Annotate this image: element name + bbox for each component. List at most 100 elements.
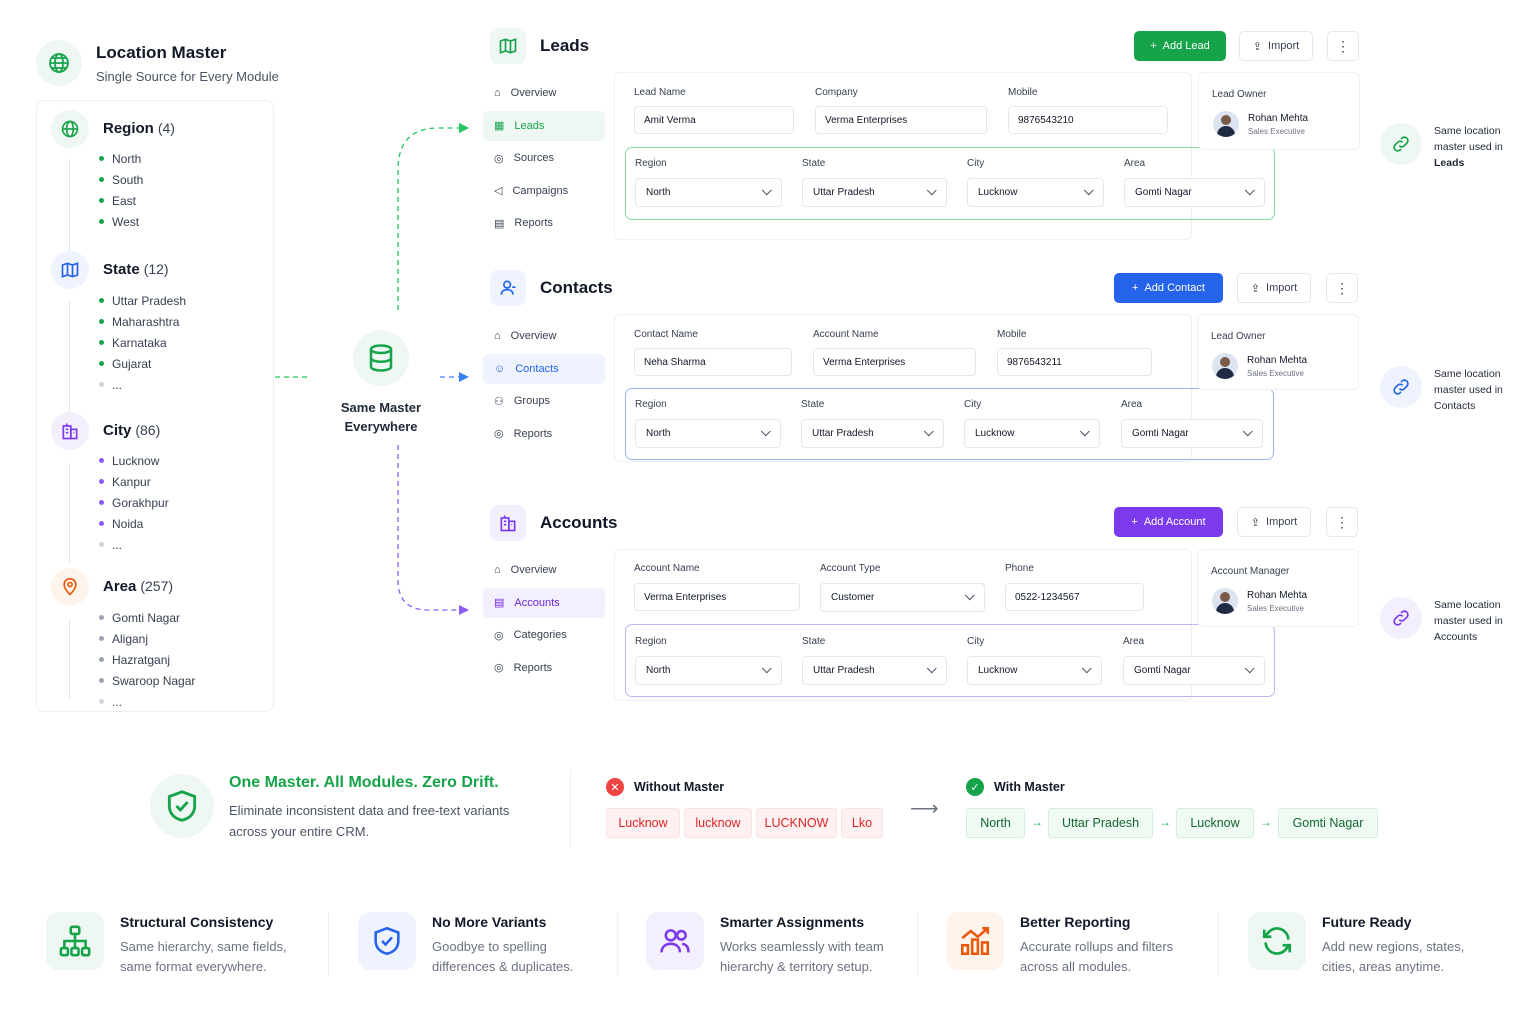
chevron-down-icon bbox=[1242, 426, 1253, 437]
nav-contacts[interactable]: ☺Contacts bbox=[483, 353, 605, 384]
field-label: City bbox=[967, 636, 985, 647]
account-type-select[interactable]: Customer bbox=[820, 583, 985, 612]
list-item[interactable]: Kanpur bbox=[99, 471, 169, 492]
field-label: Phone bbox=[1005, 563, 1034, 574]
tree-connector bbox=[69, 619, 70, 699]
field-label: Region bbox=[635, 636, 667, 647]
state-select[interactable]: Uttar Pradesh bbox=[802, 656, 947, 685]
nav-overview[interactable]: ⌂Overview bbox=[494, 330, 557, 342]
list-item[interactable]: Noida bbox=[99, 513, 169, 534]
list-item[interactable]: Gujarat bbox=[99, 353, 186, 374]
list-item[interactable]: South bbox=[99, 169, 143, 190]
nav-reports[interactable]: ▤Reports bbox=[494, 217, 553, 230]
nav-sources[interactable]: ◎Sources bbox=[494, 152, 554, 165]
hub-line1: Same Master bbox=[340, 400, 422, 415]
city-level[interactable]: City(86) bbox=[51, 412, 160, 450]
add-contact-button[interactable]: +Add Contact bbox=[1114, 273, 1223, 303]
nav-leads[interactable]: ▦Leads bbox=[483, 110, 605, 141]
arrow-right-icon: → bbox=[1260, 815, 1272, 829]
import-button[interactable]: ⇪Import bbox=[1237, 273, 1311, 303]
region-select[interactable]: North bbox=[635, 178, 782, 207]
list-item[interactable]: North bbox=[99, 148, 143, 169]
variant-chip: lucknow bbox=[684, 808, 752, 838]
list-item[interactable]: Lucknow bbox=[99, 450, 169, 471]
home-icon: ⌂ bbox=[494, 330, 501, 342]
database-icon bbox=[353, 330, 409, 386]
list-item[interactable]: Hazratganj bbox=[99, 649, 195, 670]
import-button[interactable]: ⇪Import bbox=[1239, 31, 1313, 61]
field-label: State bbox=[802, 636, 826, 647]
list-item[interactable]: Gorakhpur bbox=[99, 492, 169, 513]
region-level[interactable]: Region(4) bbox=[51, 110, 175, 148]
account-name-input[interactable]: Verma Enterprises bbox=[634, 583, 800, 611]
mobile-input[interactable]: 9876543210 bbox=[1008, 106, 1168, 134]
nav-overview[interactable]: ⌂Overview bbox=[494, 564, 557, 576]
area-level[interactable]: Area(257) bbox=[51, 568, 173, 606]
state-select[interactable]: Uttar Pradesh bbox=[801, 419, 944, 448]
building-icon: ▤ bbox=[494, 597, 505, 609]
nav-overview[interactable]: ⌂Overview bbox=[494, 87, 557, 99]
area-select[interactable]: Gomti Nagar bbox=[1123, 656, 1265, 685]
group-icon: ⚇ bbox=[494, 395, 504, 408]
add-account-button[interactable]: +Add Account bbox=[1114, 507, 1223, 537]
field-label: Account Name bbox=[634, 563, 700, 574]
import-button[interactable]: ⇪Import bbox=[1237, 507, 1311, 537]
report-icon: ◎ bbox=[494, 428, 504, 440]
area-select[interactable]: Gomti Nagar bbox=[1121, 419, 1263, 448]
city-select[interactable]: Lucknow bbox=[967, 178, 1104, 207]
list-item[interactable]: Uttar Pradesh bbox=[99, 290, 186, 311]
list-item[interactable]: Aliganj bbox=[99, 628, 195, 649]
map-icon bbox=[51, 251, 89, 289]
list-item[interactable]: East bbox=[99, 190, 143, 211]
region-select[interactable]: North bbox=[635, 419, 781, 448]
phone-input[interactable]: 0522-1234567 bbox=[1005, 583, 1144, 611]
more-options-button[interactable]: ⋮ bbox=[1326, 273, 1358, 303]
users-icon: ☺ bbox=[494, 362, 506, 375]
nav-campaigns[interactable]: ◁Campaigns bbox=[494, 184, 569, 198]
field-label: State bbox=[802, 158, 826, 169]
account-name-input[interactable]: Verma Enterprises bbox=[813, 348, 976, 376]
arrow-right-icon: → bbox=[1031, 815, 1043, 829]
state-count: (12) bbox=[143, 261, 169, 277]
nav-accounts[interactable]: ▤Accounts bbox=[483, 587, 605, 618]
state-name: State bbox=[103, 261, 140, 278]
state-select[interactable]: Uttar Pradesh bbox=[802, 178, 947, 207]
list-item[interactable]: Maharashtra bbox=[99, 311, 186, 332]
nav-groups[interactable]: ⚇Groups bbox=[494, 395, 550, 408]
chevron-down-icon bbox=[1081, 663, 1092, 674]
nav-reports[interactable]: ◎Reports bbox=[494, 661, 553, 675]
nav-categories[interactable]: ◎Categories bbox=[494, 629, 567, 642]
list-item[interactable]: Gomti Nagar bbox=[99, 607, 195, 628]
contact-name-input[interactable]: Neha Sharma bbox=[634, 348, 792, 376]
more-options-button[interactable]: ⋮ bbox=[1326, 507, 1358, 537]
list-item[interactable]: Swaroop Nagar bbox=[99, 670, 195, 691]
mobile-input[interactable]: 9876543211 bbox=[997, 348, 1152, 376]
region-select[interactable]: North bbox=[635, 656, 782, 685]
leads-nav: ⌂Overview ▦Leads ◎Sources ◁Campaigns ▤Re… bbox=[483, 78, 605, 241]
list-item[interactable]: Karnataka bbox=[99, 332, 186, 353]
area-select[interactable]: Gomti Nagar bbox=[1124, 178, 1265, 207]
lead-name-input[interactable]: Amit Verma bbox=[634, 106, 794, 134]
state-level[interactable]: State(12) bbox=[51, 251, 169, 289]
add-lead-button[interactable]: +Add Lead bbox=[1134, 31, 1226, 61]
master-chip: Uttar Pradesh bbox=[1048, 808, 1153, 838]
megaphone-icon: ◁ bbox=[494, 185, 503, 197]
banner-sub: across your entire CRM. bbox=[229, 824, 370, 839]
city-select[interactable]: Lucknow bbox=[964, 419, 1100, 448]
owner-label: Account Manager bbox=[1211, 566, 1290, 577]
plus-icon: + bbox=[1131, 516, 1138, 528]
field-label: Mobile bbox=[1008, 87, 1038, 98]
list-item-more: ... bbox=[99, 374, 186, 395]
field-label: Region bbox=[635, 399, 667, 410]
link-icon bbox=[1380, 597, 1422, 639]
company-input[interactable]: Verma Enterprises bbox=[815, 106, 987, 134]
city-select[interactable]: Lucknow bbox=[967, 656, 1102, 685]
nav-reports[interactable]: ◎Reports bbox=[494, 427, 553, 441]
more-options-button[interactable]: ⋮ bbox=[1327, 31, 1359, 61]
list-item[interactable]: West bbox=[99, 211, 143, 232]
module-title: Accounts bbox=[540, 513, 618, 532]
